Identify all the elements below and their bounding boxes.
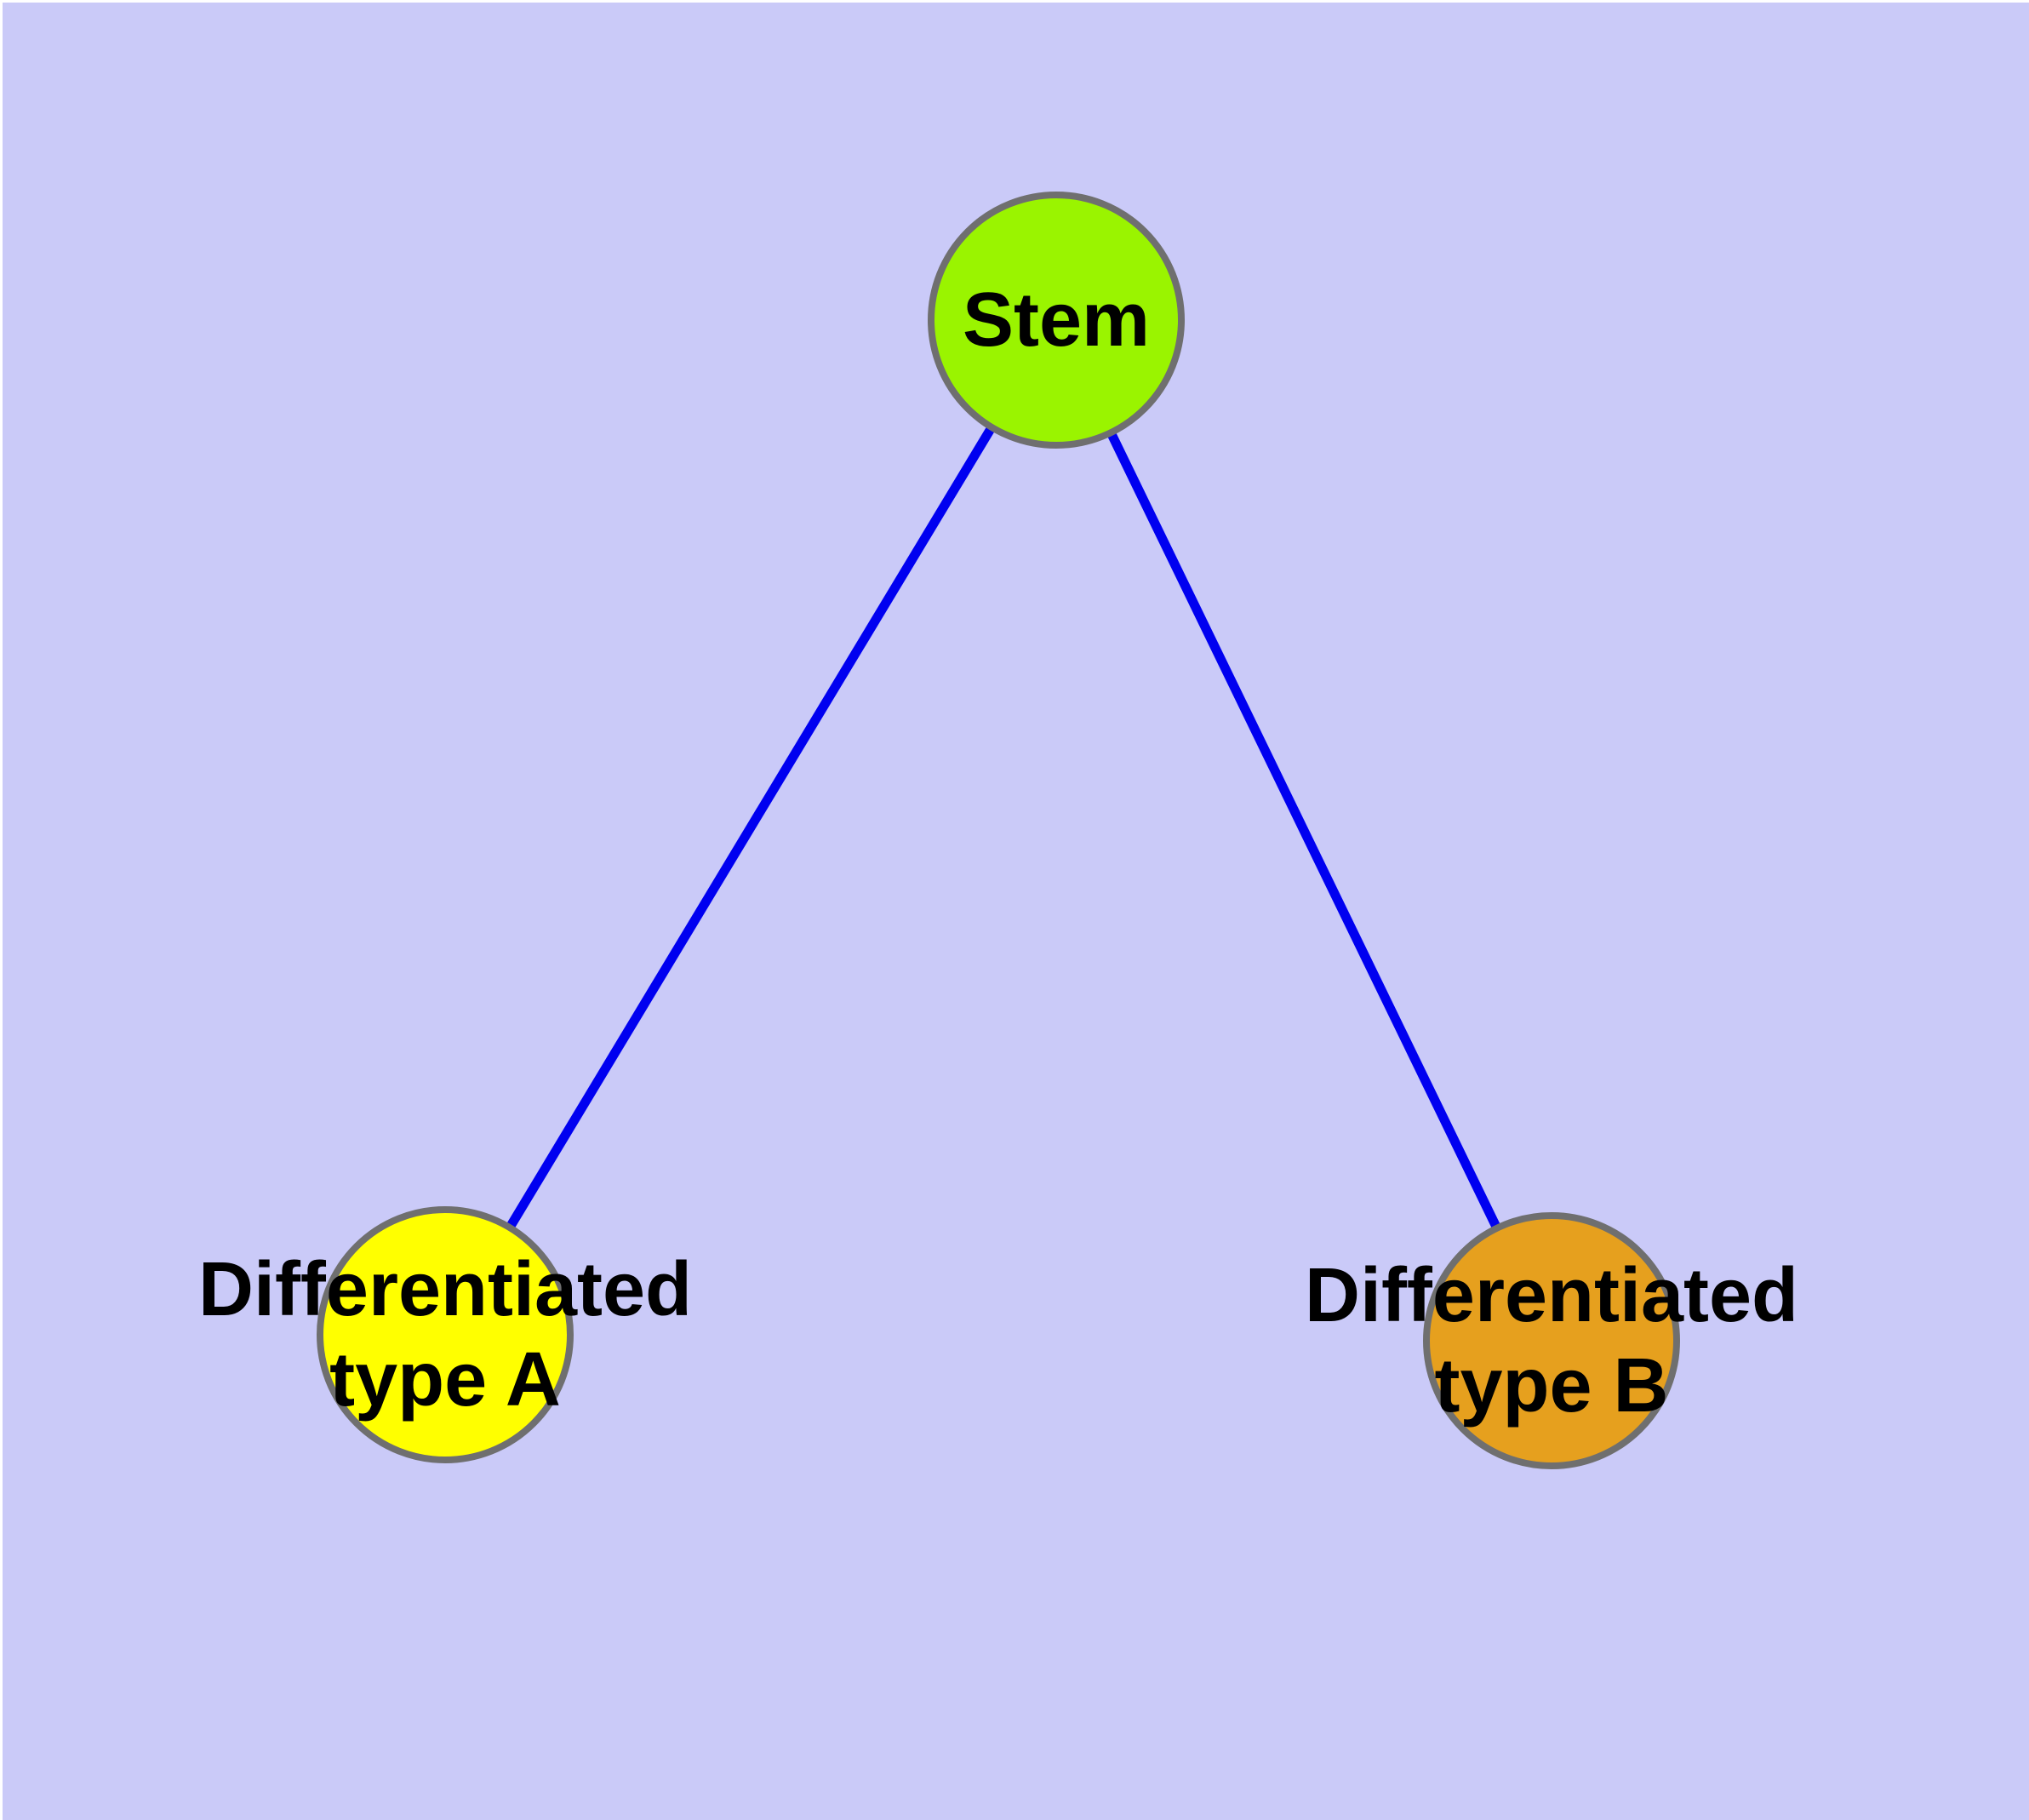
- edge-stem-to-type-b: [1052, 318, 1556, 1343]
- node-label-differentiated-type-b: Differentiated type B: [1304, 1253, 1799, 1428]
- edge-stem-to-type-a: [441, 318, 1060, 1337]
- node-differentiated-type-a[interactable]: [317, 1206, 574, 1463]
- edges-layer: [441, 318, 1556, 1343]
- node-stem[interactable]: [928, 192, 1185, 449]
- node-label-differentiated-type-a: Differentiated type A: [197, 1247, 693, 1422]
- node-label-stem: Stem: [962, 278, 1151, 363]
- node-differentiated-type-b[interactable]: [1423, 1212, 1680, 1469]
